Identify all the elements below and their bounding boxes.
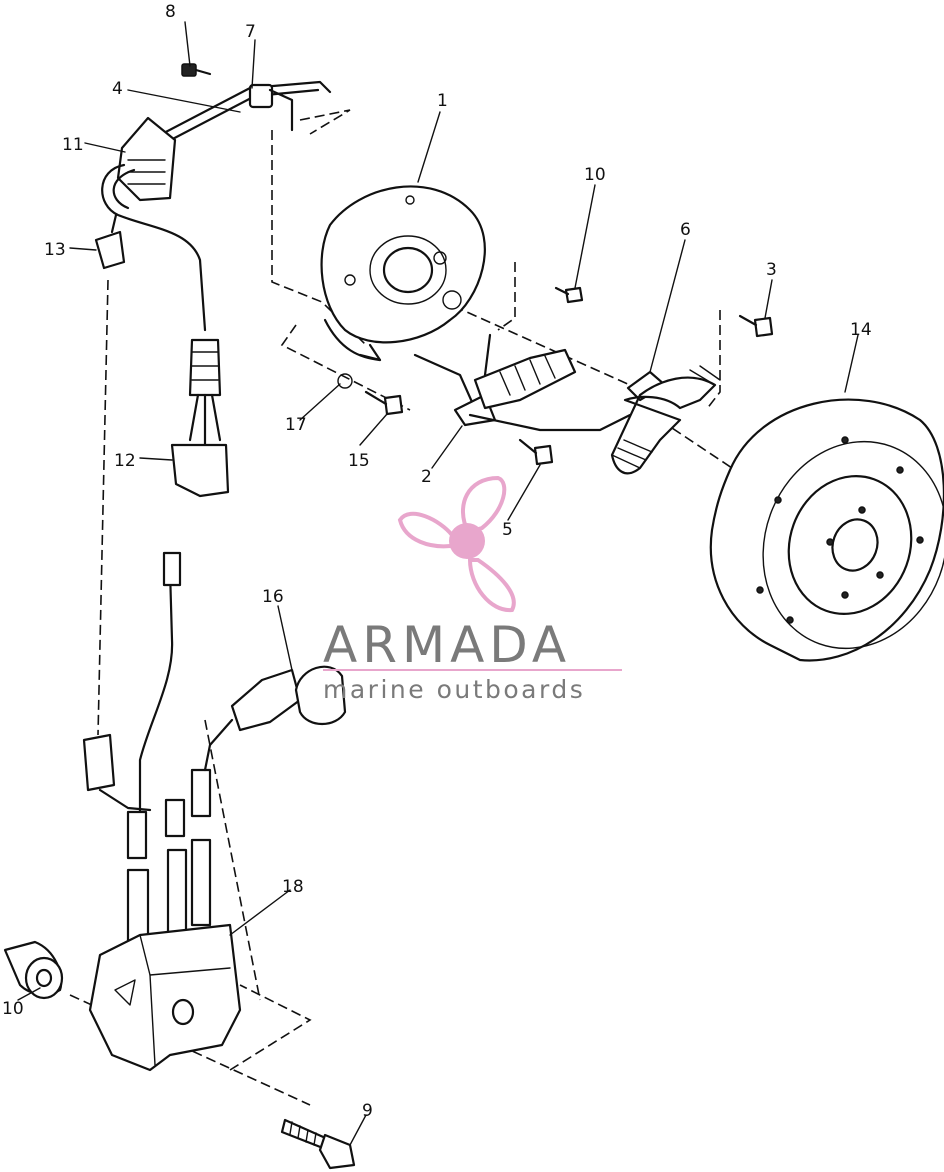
label-part-6: 6 (680, 220, 691, 240)
label-part-16: 16 (262, 587, 284, 607)
label-part-18: 18 (282, 877, 304, 897)
propeller-logo-icon (397, 475, 516, 613)
stator-plate (320, 185, 486, 362)
label-part-14: 14 (850, 320, 872, 340)
prop-hub (449, 523, 485, 559)
label-part-10-top: 10 (584, 165, 606, 185)
label-part-3: 3 (766, 260, 777, 280)
label-part-2: 2 (421, 467, 432, 487)
label-part-8: 8 (165, 2, 176, 22)
flywheel (709, 398, 944, 662)
label-part-15: 15 (348, 451, 370, 471)
label-part-12: 12 (114, 451, 136, 471)
label-part-4: 4 (112, 79, 123, 99)
coils-and-screws (337, 286, 774, 475)
prop-blade-left (397, 511, 462, 549)
label-part-9: 9 (362, 1101, 373, 1121)
ignition-coil-assembly (3, 551, 356, 1170)
prop-blade-top (461, 475, 507, 535)
armada-watermark: ARMADA marine outboards (323, 475, 622, 704)
label-part-1: 1 (437, 91, 448, 111)
leader-lines (17, 21, 859, 1146)
label-part-11: 11 (62, 135, 84, 155)
brand-subtitle: marine outboards (323, 675, 585, 704)
label-part-5: 5 (502, 520, 513, 540)
part-labels: 8 7 4 11 13 12 1 10 6 3 14 17 15 2 5 16 … (2, 2, 872, 1121)
label-part-7: 7 (245, 22, 256, 42)
wire-harness (94, 63, 332, 498)
prop-blade-right (467, 558, 516, 613)
label-part-13: 13 (44, 240, 66, 260)
label-part-10-bottom: 10 (2, 999, 24, 1019)
brand-title: ARMADA (323, 616, 571, 674)
label-part-17: 17 (285, 415, 307, 435)
